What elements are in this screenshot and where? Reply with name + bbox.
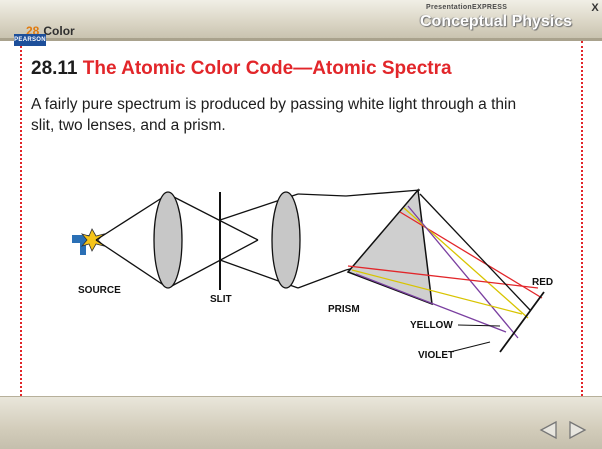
screen bbox=[499, 291, 545, 353]
pointer-yellow bbox=[457, 324, 501, 327]
slide-border-left bbox=[20, 41, 22, 396]
section-number: 28.11 bbox=[31, 58, 78, 79]
pearson-logo: PEARSON bbox=[14, 34, 46, 46]
label-violet: VIOLET bbox=[418, 350, 454, 361]
header-divider bbox=[0, 38, 602, 41]
label-slit: SLIT bbox=[210, 294, 232, 305]
brand-small-text: PresentationEXPRESS bbox=[426, 4, 508, 11]
label-source: SOURCE bbox=[78, 285, 121, 296]
brand-logo: PresentationEXPRESS Conceptual Physics bbox=[412, 3, 582, 35]
next-slide-button[interactable] bbox=[566, 420, 588, 440]
label-prism: PRISM bbox=[328, 304, 360, 315]
slide-border-right bbox=[581, 41, 583, 396]
label-yellow: YELLOW bbox=[410, 320, 453, 331]
slide-title: 28.11 The Atomic Color Code—Atomic Spect… bbox=[31, 58, 452, 80]
footer-bar bbox=[0, 396, 602, 449]
lens-2 bbox=[271, 191, 301, 289]
triangle-right-icon bbox=[569, 420, 587, 440]
prev-slide-button[interactable] bbox=[538, 420, 560, 440]
light-source-icon bbox=[72, 228, 106, 255]
spectrum-diagram: SOURCE SLIT PRISM RED YELLOW VIOLET bbox=[72, 188, 553, 361]
chapter-title: Color bbox=[43, 24, 75, 38]
pointer-violet bbox=[449, 341, 491, 353]
triangle-left-icon bbox=[539, 420, 557, 440]
slide-body-text: A fairly pure spectrum is produced by pa… bbox=[31, 96, 517, 134]
close-button[interactable]: X bbox=[591, 2, 599, 14]
label-red: RED bbox=[532, 277, 553, 288]
dispersed-rays bbox=[347, 193, 543, 339]
header-bar bbox=[0, 0, 602, 38]
lens-1 bbox=[153, 191, 183, 289]
brand-main-text: Conceptual Physics bbox=[420, 13, 573, 30]
section-title: The Atomic Color Code—Atomic Spectra bbox=[82, 58, 452, 79]
incoming-rays bbox=[95, 189, 421, 289]
